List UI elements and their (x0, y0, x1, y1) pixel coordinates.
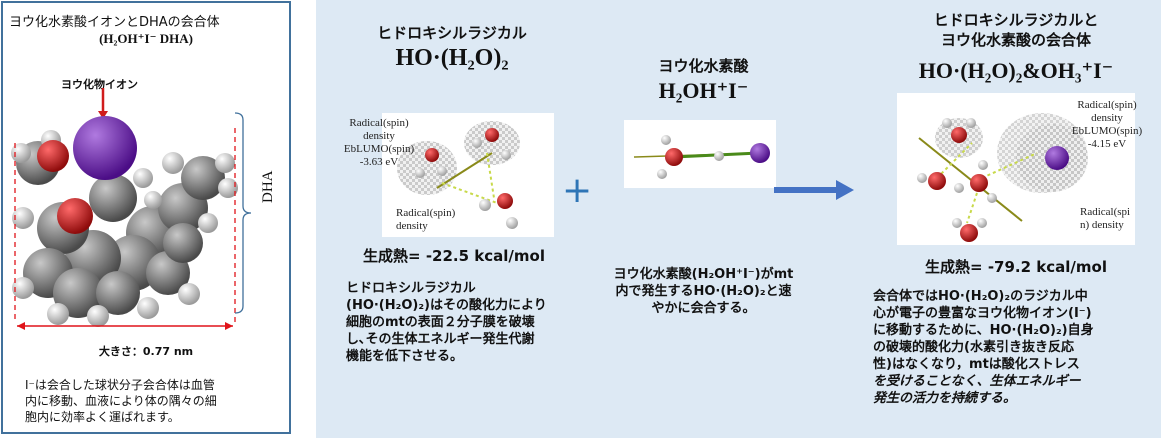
complex-spin-line: EbLUMO(spin) (1071, 125, 1143, 137)
radical-description-line: 機能を低下させる。 (346, 349, 464, 364)
hydrogen-atoms (11, 130, 238, 327)
acid-molecule-box (624, 120, 776, 188)
complex-molecule (917, 113, 1088, 242)
left-caption: I⁻は会合した球状分子会合体は血管 内に移動、血液により体の隅々の細 胞内に効率… (25, 377, 217, 425)
size-arrow-head-left (17, 322, 25, 330)
complex-spin-line: density (1091, 112, 1123, 124)
dha-label: DHA (260, 170, 276, 204)
radical-description-line: 細胞のmtの表面２分子膜を破壊 (346, 315, 535, 330)
complex-spin-density-line: n) density (1080, 219, 1124, 231)
radical-molecule (397, 121, 520, 229)
acid-description-line: ヨウ化水素酸(H₂OH⁺I⁻)がmt (613, 267, 794, 282)
radical-description-line: (HO·(H₂O)₂)はその酸化力により (346, 298, 547, 313)
complex-description-line: の破壊的酸化力(水素引き抜き反応 (873, 340, 1074, 355)
complex-description-line: 発生の活力を持続する。 (873, 391, 1017, 406)
acid-title: ヨウ化水素酸 (658, 57, 749, 75)
dha-brace (234, 112, 252, 314)
complex-description-line: 心が電子の豊富なヨウ化物イオン(I⁻) (873, 306, 1092, 321)
dha-complex-panel: ヨウ化水素酸イオンとDHAの会合体 (H₂OH⁺I⁻ DHA) ヨウ化物イオン (1, 1, 291, 434)
radical-spin-label: Radical(spin) density EbLUMO(spin) -3.63… (324, 117, 434, 169)
complex-formula: HO·(H₂O)₂&OH₃⁺I⁻ (918, 58, 1114, 83)
complex-molecule-box (897, 93, 1135, 245)
complex-spin-density-label: Radical(spi n) density (1080, 206, 1130, 232)
left-title: ヨウ化水素酸イオンとDHAの会合体 (9, 15, 220, 30)
radical-title: ヒドロキシルラジカル (377, 24, 527, 42)
reaction-arrow (774, 180, 854, 200)
complex-description-line: を受けることなく、生体エネルギー (873, 374, 1081, 389)
radical-spin-line: -3.63 eV (359, 156, 399, 168)
radical-spin-line: Radical(spin) (349, 117, 409, 129)
radical-description-line: ヒドロキシルラジカル (346, 281, 476, 296)
complex-title-line: ヒドロキシルラジカルと (933, 11, 1099, 29)
complex-title: ヒドロキシルラジカルと ヨウ化水素酸の会合体 (871, 10, 1161, 50)
acid-description: ヨウ化水素酸(H₂OH⁺I⁻)がmt 内で発生するHO·(H₂O)₂と速 やかに… (596, 266, 811, 317)
left-caption-line: I⁻は会合した球状分子会合体は血管 (25, 378, 215, 392)
iodide-pointer-head (98, 111, 108, 119)
acid-molecule (633, 135, 770, 179)
complex-description-line: に移動するために、HO·(H₂O)₂)自身 (873, 323, 1094, 338)
acid-description-line: やかに会合する。 (651, 301, 756, 316)
radical-spin-density-label: Radical(spin) density (396, 207, 455, 233)
oxygen-atoms (37, 140, 93, 234)
radical-formula: HO·(H₂O)₂ (395, 45, 509, 71)
left-caption-line: 胞内に効率よく運ばれます。 (25, 410, 180, 424)
radical-spin-line: density (363, 130, 395, 142)
radical-spin-density-line: Radical(spin) (396, 207, 456, 219)
complex-spin-line: -4.15 eV (1087, 138, 1127, 150)
radical-description: ヒドロキシルラジカル (HO·(H₂O)₂)はその酸化力により 細胞のmtの表面… (346, 280, 547, 365)
complex-spin-density-line: Radical(spi (1080, 206, 1131, 218)
iodide-atom (73, 116, 137, 180)
acid-description-line: 内で発生するHO·(H₂O)₂と速 (615, 284, 792, 299)
left-caption-line: 内に移動、血液により体の隅々の細 (25, 394, 217, 408)
reaction-panel: ヒドロキシルラジカル HO·(H₂O)₂ Radical(spin) (316, 0, 1161, 438)
complex-description-line: 性)はなくなり，mtは酸化ストレス (873, 357, 1080, 372)
complex-title-line: ヨウ化水素酸の会合体 (940, 31, 1091, 49)
left-formula: (H₂OH⁺I⁻ DHA) (99, 31, 193, 46)
radical-spin-line: EbLUMO(spin) (343, 143, 415, 155)
acid-formula: H₂OH⁺I⁻ (658, 78, 749, 103)
complex-description-line: 会合体ではHO·(H₂O)₂のラジカル中 (873, 289, 1088, 304)
radical-heat: 生成熱= -22.5 kcal/mol (363, 247, 545, 265)
iodide-label: ヨウ化物イオン (61, 78, 138, 91)
complex-spin-line: Radical(spin) (1077, 99, 1137, 111)
size-label: 大きさ：0.77 nm (98, 345, 194, 358)
complex-description: 会合体ではHO·(H₂O)₂のラジカル中 心が電子の豊富なヨウ化物イオン(I⁻)… (873, 288, 1094, 407)
size-arrow-head-right (225, 322, 233, 330)
radical-spin-density-line: density (396, 220, 428, 232)
radical-description-line: し､その生体エネルギー発生代謝 (346, 332, 535, 347)
plus-sign: + (562, 170, 593, 211)
dha-molecule-model (11, 88, 252, 330)
complex-heat: 生成熱= -79.2 kcal/mol (925, 258, 1107, 276)
complex-spin-label: Radical(spin) density EbLUMO(spin) -4.15… (1052, 99, 1161, 151)
radical-molecule-box (382, 113, 554, 237)
